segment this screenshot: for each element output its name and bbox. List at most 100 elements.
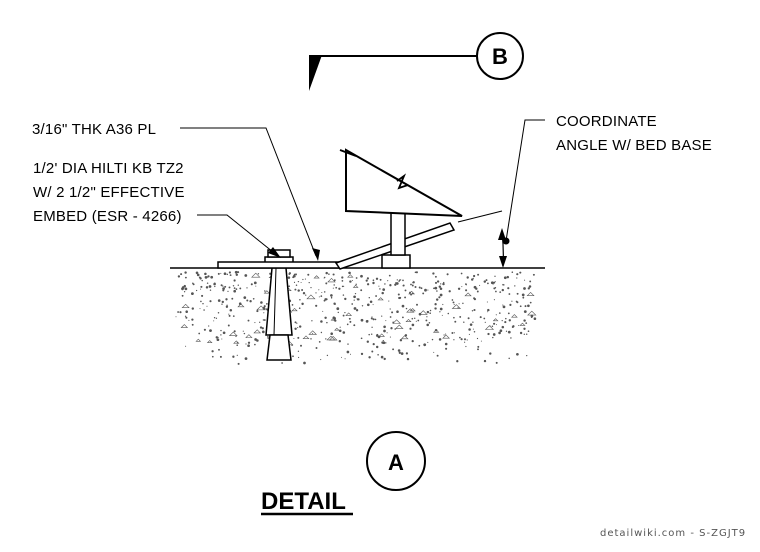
concrete-dot <box>525 333 528 335</box>
concrete-aggregate <box>334 327 340 331</box>
concrete-dot <box>184 315 187 317</box>
concrete-dot <box>215 336 219 339</box>
concrete-dot <box>442 303 444 306</box>
concrete-aggregate <box>256 305 266 311</box>
concrete-dot <box>396 310 399 313</box>
concrete-dot <box>288 272 291 275</box>
concrete-dot <box>233 287 236 289</box>
concrete-dot <box>312 332 314 335</box>
concrete-dot <box>206 305 208 307</box>
concrete-aggregate <box>442 334 451 339</box>
concrete-aggregate <box>195 338 202 342</box>
concrete-dot <box>204 276 208 279</box>
concrete-dot <box>402 285 404 287</box>
concrete-dot <box>494 275 496 277</box>
concrete-dot <box>366 277 369 280</box>
watermark: detailwiki.com - S-ZGJT9 <box>600 528 746 539</box>
section-cut-marker: B <box>309 32 524 91</box>
concrete-dot <box>438 285 442 288</box>
concrete-dot <box>232 355 235 358</box>
concrete-dot <box>179 311 182 314</box>
concrete-dot <box>516 352 519 356</box>
concrete-dot <box>221 303 223 305</box>
concrete-aggregate <box>400 335 409 340</box>
concrete-dot <box>372 304 374 306</box>
concrete-dot <box>406 357 410 361</box>
concrete-dot <box>299 298 301 301</box>
concrete-dot <box>259 326 263 329</box>
concrete-dot <box>322 310 324 312</box>
concrete-dot <box>355 277 358 279</box>
concrete-dot <box>524 279 526 281</box>
concrete-dot <box>305 294 307 296</box>
concrete-dot <box>206 282 209 284</box>
concrete-dot <box>371 350 374 353</box>
concrete-dot <box>473 297 476 300</box>
concrete-dot <box>380 355 384 359</box>
concrete-dot <box>493 281 496 284</box>
concrete-dot <box>368 333 370 336</box>
concrete-dot <box>303 361 306 365</box>
concrete-dot <box>477 348 479 351</box>
concrete-dot <box>221 300 224 304</box>
concrete-dot <box>296 322 298 324</box>
concrete-dot <box>388 300 390 302</box>
concrete-dot <box>353 307 357 310</box>
concrete-dot <box>493 287 496 290</box>
concrete-dot <box>304 278 306 280</box>
concrete-dot <box>330 297 333 299</box>
concrete-dot <box>459 315 462 318</box>
concrete-aggregate <box>326 335 336 341</box>
post <box>390 211 406 256</box>
concrete-dot <box>402 279 404 282</box>
concrete-dot <box>509 303 512 306</box>
concrete-dot <box>219 355 222 358</box>
concrete-dot <box>328 273 330 275</box>
concrete-dot <box>515 300 518 303</box>
concrete-aggregate <box>228 331 238 337</box>
concrete-dot <box>498 331 501 335</box>
concrete-dot <box>245 343 247 345</box>
concrete-dot <box>250 283 253 286</box>
concrete-dot <box>204 272 207 276</box>
concrete-dot <box>233 289 237 293</box>
concrete-dot <box>342 331 346 334</box>
concrete-dot <box>360 352 364 356</box>
concrete-dot <box>231 297 234 300</box>
concrete-dot <box>348 271 350 274</box>
concrete-dot <box>291 311 293 313</box>
concrete-dot <box>495 324 497 326</box>
concrete-dot <box>228 271 231 274</box>
concrete-dot <box>527 287 530 290</box>
concrete-dot <box>365 279 368 282</box>
concrete-dot <box>201 279 203 282</box>
concrete-dot <box>441 314 443 316</box>
concrete-dot <box>243 296 247 299</box>
concrete-dot <box>394 283 397 286</box>
concrete-dot <box>477 345 480 348</box>
concrete-dot <box>357 298 360 301</box>
concrete-dot <box>294 288 297 291</box>
concrete-dot <box>353 324 356 327</box>
concrete-dot <box>252 297 255 300</box>
concrete-dot <box>508 293 511 295</box>
concrete-dot <box>493 299 495 301</box>
concrete-dot <box>302 278 304 281</box>
concrete-dot <box>217 272 220 275</box>
concrete-dot <box>216 338 220 342</box>
concrete-dot <box>315 292 317 294</box>
concrete-dot <box>225 298 228 301</box>
concrete-dot <box>372 318 375 321</box>
concrete-dot <box>491 325 494 327</box>
concrete-dot <box>348 317 351 320</box>
concrete-dot <box>237 362 240 365</box>
bed-tip-line <box>339 149 357 157</box>
concrete-dot <box>292 274 296 278</box>
concrete-dot <box>234 270 238 274</box>
concrete-dot <box>532 273 535 276</box>
concrete-dot <box>489 352 492 355</box>
concrete-dot <box>293 281 296 283</box>
concrete-dot <box>366 303 370 307</box>
concrete-dot <box>326 354 329 357</box>
concrete-dot <box>208 325 210 327</box>
